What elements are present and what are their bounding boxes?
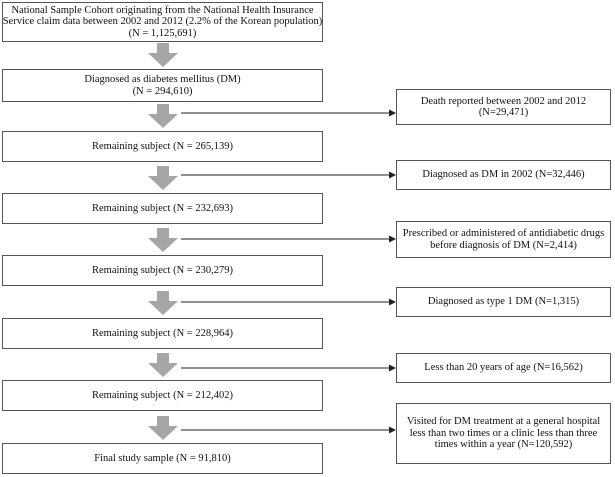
down-arrow-4 <box>147 228 179 252</box>
down-arrow-1 <box>147 43 179 67</box>
exclusion-prescribed-box: Prescribed or administered of antidiabet… <box>396 221 611 258</box>
remaining-subject-box-5: Remaining subject (N = 212,402) <box>2 380 323 411</box>
exclusion-visited-line1: Visited for DM treatment at a general ho… <box>406 416 601 428</box>
source-cohort-line2: Service claim data between 2002 and 2012… <box>2 16 323 28</box>
exclusion-prescribed-line1: Prescribed or administered of antidiabet… <box>402 228 605 239</box>
remaining-subject-box-4: Remaining subject (N = 228,964) <box>2 318 323 349</box>
dm-diagnosed-line2: (N = 294,610) <box>132 85 193 97</box>
exclusion-visited-line2: less than two times or a clinic less tha… <box>409 427 598 439</box>
exclusion-death-line2: (N=29,471) <box>478 107 529 118</box>
remaining-subject-label-3: Remaining subject (N = 230,279) <box>92 264 233 276</box>
dm-diagnosed-box: Diagnosed as diabetes mellitus (DM) (N =… <box>2 69 323 102</box>
down-arrow-3 <box>147 166 179 190</box>
source-cohort-line3: (N = 1,125,691) <box>128 27 197 39</box>
exclusion-visited-box: Visited for DM treatment at a general ho… <box>396 403 611 464</box>
exclusion-death-box: Death reported between 2002 and 2012 (N=… <box>396 89 611 125</box>
down-arrow-6 <box>147 353 179 377</box>
source-cohort-line1: National Sample Cohort originating from … <box>11 4 314 16</box>
exclusion-type1-label: Diagnosed as type 1 DM (N=1,315) <box>427 296 580 308</box>
exclusion-death-line1: Death reported between 2002 and 2012 <box>420 95 587 107</box>
exclusion-prescribed-line2: before diagnosis of DM (N=2,414) <box>430 239 577 251</box>
remaining-subject-label-2: Remaining subject (N = 232,693) <box>92 202 233 214</box>
remaining-subject-label-1: Remaining subject (N = 265,139) <box>92 140 233 152</box>
final-study-sample-label: Final study sample (N = 91,810) <box>94 452 231 464</box>
exclusion-arrow-death <box>181 107 396 119</box>
remaining-subject-label-5: Remaining subject (N = 212,402) <box>92 389 233 401</box>
dm-diagnosed-line1: Diagnosed as diabetes mellitus (DM) <box>84 74 241 85</box>
down-arrow-5 <box>147 291 179 315</box>
exclusion-age-box: Less than 20 years of age (N=16,562) <box>396 353 611 383</box>
exclusion-type1-box: Diagnosed as type 1 DM (N=1,315) <box>396 287 611 317</box>
exclusion-arrow-type1 <box>181 296 396 308</box>
source-cohort-box: National Sample Cohort originating from … <box>2 2 323 42</box>
exclusion-arrow-dm2002 <box>181 169 396 181</box>
remaining-subject-box-3: Remaining subject (N = 230,279) <box>2 255 323 286</box>
final-study-sample-box: Final study sample (N = 91,810) <box>2 443 323 474</box>
down-arrow-2 <box>147 104 179 128</box>
exclusion-dm2002-box: Diagnosed as DM in 2002 (N=32,446) <box>396 160 611 190</box>
remaining-subject-box-1: Remaining subject (N = 265,139) <box>2 131 323 162</box>
exclusion-age-label: Less than 20 years of age (N=16,562) <box>424 362 583 374</box>
remaining-subject-label-4: Remaining subject (N = 228,964) <box>92 327 233 339</box>
exclusion-arrow-age <box>181 362 396 374</box>
exclusion-dm2002-label: Diagnosed as DM in 2002 (N=32,446) <box>422 169 585 181</box>
remaining-subject-box-2: Remaining subject (N = 232,693) <box>2 193 323 224</box>
exclusion-arrow-prescribed <box>181 233 396 245</box>
down-arrow-7 <box>147 416 179 440</box>
exclusion-visited-line3: times within a year (N=120,592) <box>434 439 573 451</box>
exclusion-arrow-visited <box>181 424 396 436</box>
